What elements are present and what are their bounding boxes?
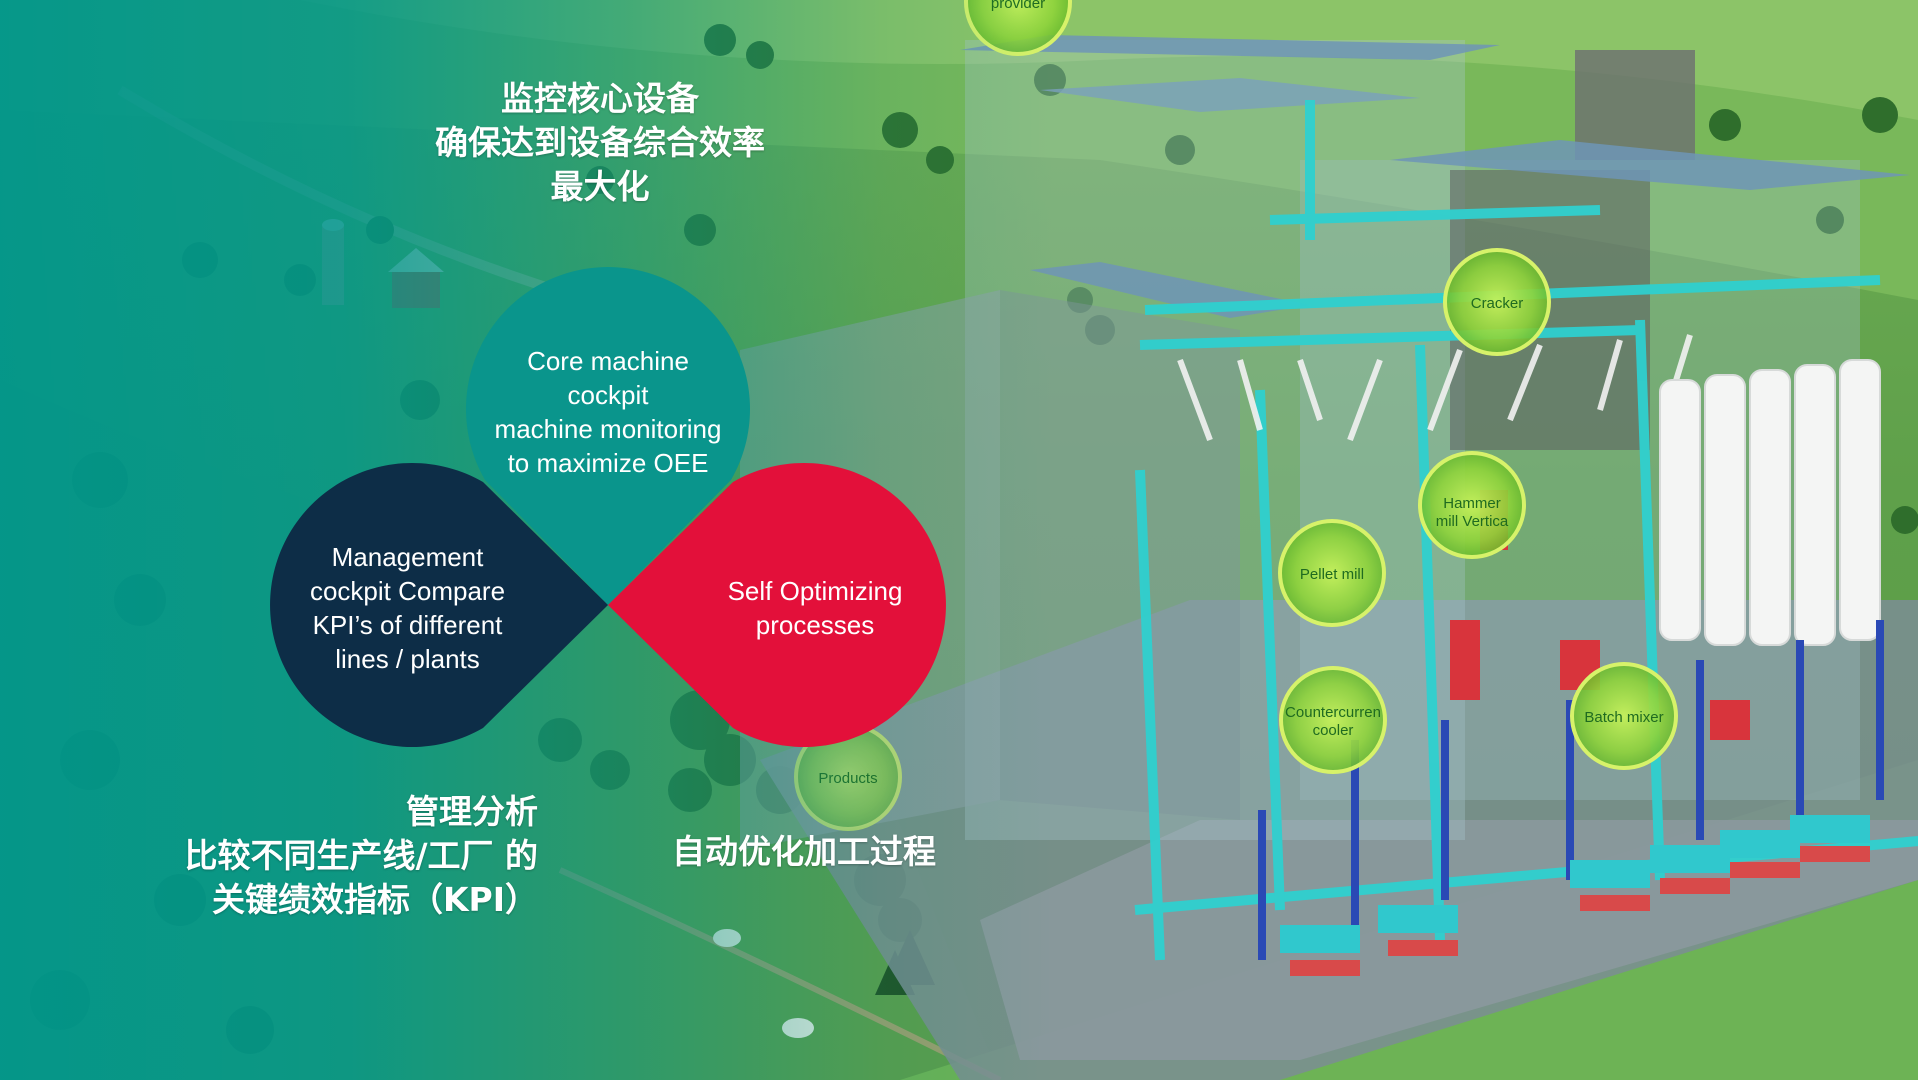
petal-core-machine-cockpit[interactable] <box>465 267 750 605</box>
mgmt-desc-line-2: lines / plants <box>335 644 480 674</box>
mgmt-title-line-2: cockpit <box>309 576 391 606</box>
cn-right-line-1: 自动优化加工过程 <box>672 832 936 871</box>
cn-top-line-3: 最大化 <box>550 167 650 206</box>
cn-left-line-3: 关键绩效指标（KPI） <box>211 880 538 919</box>
core-title-line-1: Core machine <box>527 346 689 376</box>
core-title-line-2: cockpit <box>567 380 649 410</box>
cn-left-line-2: 比较不同生产线/工厂 的 <box>184 836 538 875</box>
core-machine-cockpit-text: Core machine cockpit machine monitoring … <box>478 344 738 480</box>
petal-management-cockpit[interactable] <box>270 463 608 747</box>
chinese-heading-self-optimizing: 自动优化加工过程 <box>672 830 936 874</box>
mgmt-title-line-2-row: cockpit Compare <box>270 574 545 608</box>
cn-top-line-1: 监控核心设备 <box>501 79 699 118</box>
mgmt-title-line-1: Management <box>331 542 484 572</box>
core-desc-line-1: machine monitoring <box>494 414 722 444</box>
self-line-2: processes <box>755 610 875 640</box>
mgmt-desc-compare: Compare <box>398 576 506 606</box>
petal-self-optimizing[interactable] <box>608 463 946 747</box>
self-optimizing-text: Self Optimizing processes <box>700 574 930 642</box>
cn-left-line-1: 管理分析 <box>406 792 538 831</box>
management-cockpit-text: Management cockpit Compare KPI’s of diff… <box>270 540 545 676</box>
core-desc-line-2: to maximize OEE <box>507 448 709 478</box>
chinese-heading-core: 监控核心设备 确保达到设备综合效率 最大化 <box>420 77 780 209</box>
mgmt-desc-line-1: KPI’s of different <box>312 610 503 640</box>
chinese-heading-management: 管理分析 比较不同生产线/工厂 的 关键绩效指标（KPI） <box>118 790 538 922</box>
cn-top-line-2: 确保达到设备综合效率 <box>435 123 765 162</box>
self-line-1: Self Optimizing <box>727 576 903 606</box>
